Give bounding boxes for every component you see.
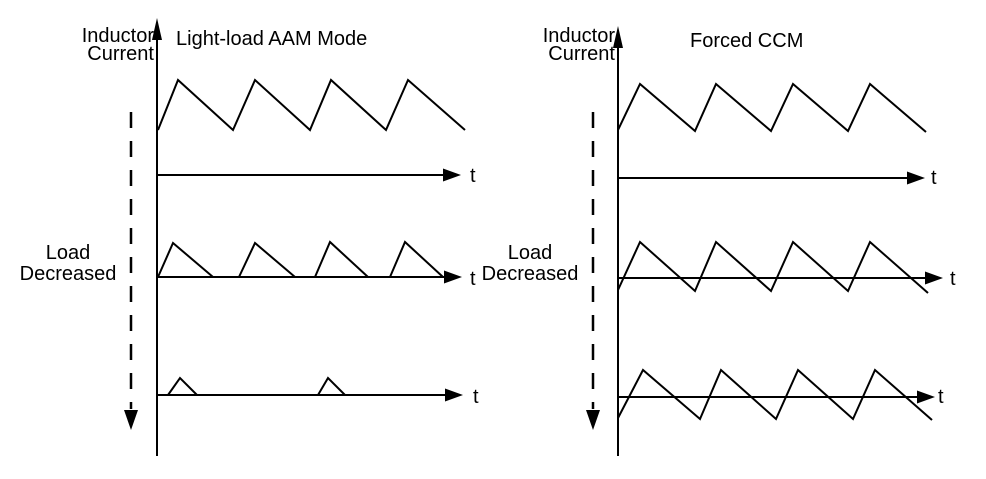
- t-axis-label-right-row2: t: [950, 268, 956, 290]
- time-axis-arrowhead-icon: [925, 271, 943, 285]
- y-axis-label-line2-left: Current: [87, 43, 154, 65]
- inductor-current-waveform: [617, 82, 927, 133]
- t-axis-label-left-row2: t: [470, 268, 476, 290]
- inductor-current-waveform: [389, 240, 444, 278]
- load-decreased-label-line2-right: Decreased: [482, 263, 579, 285]
- y-axis-arrowhead-icon: [152, 18, 162, 40]
- inductor-current-waveform: [317, 376, 346, 396]
- y-axis-arrowhead-icon: [613, 26, 623, 48]
- t-axis-label-left-row3: t: [473, 386, 479, 408]
- load-decreased-label-line2-left: Decreased: [20, 263, 117, 285]
- load-decreased-label-line1-left: Load: [46, 242, 91, 264]
- time-axis-arrowhead-icon: [444, 270, 462, 284]
- inductor-current-waveform: [238, 241, 296, 278]
- inductor-current-waveform: [314, 240, 369, 278]
- load-decreased-label-line1-right: Load: [508, 242, 553, 264]
- panel-aam-labels: Inductor Current Light-load AAM Mode Loa…: [20, 25, 479, 408]
- panel-ccm-labels: Inductor Current Forced CCM Load Decreas…: [482, 25, 956, 408]
- panel-geometry-ccm: [586, 26, 943, 456]
- inductor-current-waveform: [157, 241, 214, 278]
- time-axis-arrowhead-icon: [917, 390, 935, 404]
- y-axis-label-line1-right: Inductor: [543, 25, 616, 47]
- t-axis-label-right-row1: t: [931, 167, 937, 189]
- inductor-current-waveform: [167, 376, 198, 396]
- y-axis-label-line1-left: Inductor: [82, 25, 155, 47]
- inductor-current-waveform: [157, 78, 466, 132]
- inductor-current-waveform: [617, 240, 929, 294]
- panel-title-right: Forced CCM: [690, 30, 803, 52]
- time-axis-arrowhead-icon: [445, 388, 463, 402]
- panel-geometry-aam: [124, 18, 466, 456]
- t-axis-label-left-row1: t: [470, 165, 476, 187]
- time-axis-arrowhead-icon: [907, 171, 925, 185]
- load-decrease-arrowhead-icon: [586, 410, 600, 430]
- inductor-current-waveform: [617, 368, 933, 421]
- time-axis-arrowhead-icon: [443, 168, 461, 182]
- panel-title-left: Light-load AAM Mode: [176, 28, 367, 50]
- load-decrease-arrowhead-icon: [124, 410, 138, 430]
- t-axis-label-right-row3: t: [938, 386, 944, 408]
- y-axis-label-line2-right: Current: [548, 43, 615, 65]
